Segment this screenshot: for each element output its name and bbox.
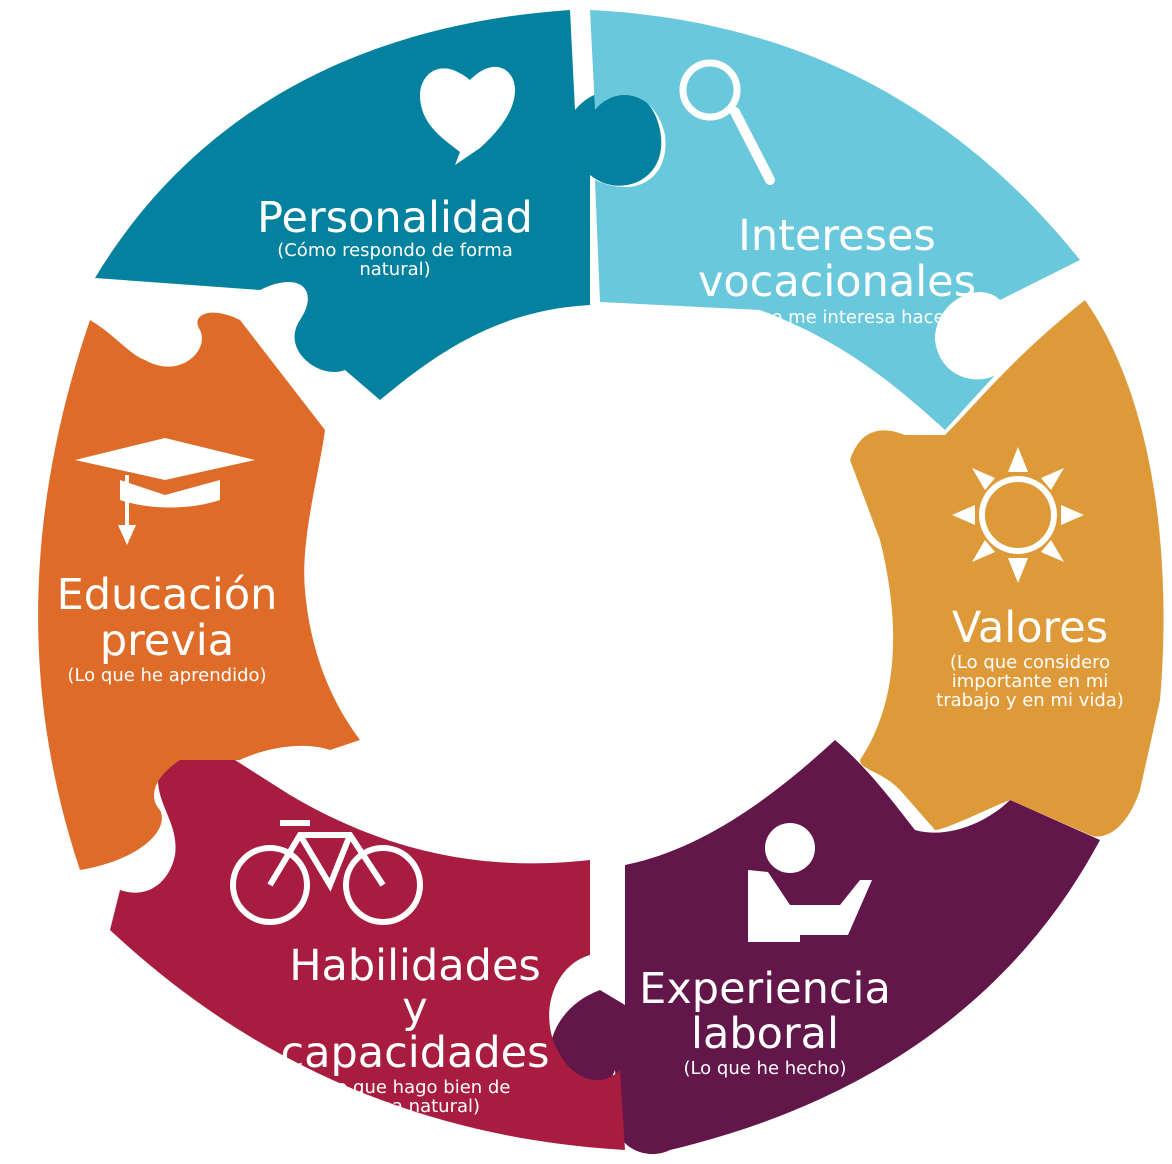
label-intereses: Intereses vocacionales (Lo que me intere… <box>698 211 976 328</box>
label-personalidad: Personalidad (Cómo respondo de forma nat… <box>257 193 533 280</box>
piece-habilidades <box>110 745 625 1150</box>
piece-valores <box>850 300 1164 837</box>
piece-experiencia <box>549 740 1100 1155</box>
heart-icon <box>420 66 515 165</box>
title-educacion-line1: Educación <box>57 570 278 620</box>
title-personalidad: Personalidad <box>257 193 533 243</box>
person-at-laptop-icon <box>748 823 872 942</box>
subtitle-intereses: (Lo que me interesa hacer) <box>715 307 959 328</box>
subtitle-personalidad-line2: natural) <box>359 259 430 280</box>
magnifying-glass-icon <box>679 59 775 185</box>
subtitle-personalidad-line1: (Cómo respondo de forma <box>277 240 513 261</box>
subtitle-habilidades-line2: forma natural) <box>350 1096 480 1117</box>
title-intereses-line1: Intereses <box>738 211 936 261</box>
label-habilidades: Habilidades y capacidades (Lo que hago b… <box>280 941 549 1117</box>
bicycle-icon <box>230 812 423 925</box>
subtitle-educacion: (Lo que he aprendido) <box>67 665 266 686</box>
sun-icon <box>952 447 1084 583</box>
title-educacion-line2: previa <box>100 616 234 666</box>
label-educacion: Educación previa (Lo que he aprendido) <box>57 570 278 686</box>
title-habilidades-line3: capacidades <box>280 1028 549 1078</box>
subtitle-valores-line1: (Lo que considero <box>950 652 1110 673</box>
title-habilidades-line2: y <box>402 983 427 1033</box>
subtitle-experiencia: (Lo que he hecho) <box>683 1058 846 1079</box>
graduation-cap-icon <box>75 438 255 545</box>
subtitle-habilidades-line1: (Lo que hago bien de <box>320 1077 511 1098</box>
title-valores: Valores <box>952 603 1108 653</box>
title-intereses-line2: vocacionales <box>698 257 976 307</box>
label-valores: Valores (Lo que considero importante en … <box>936 603 1124 711</box>
subtitle-valores-line3: trabajo y en mi vida) <box>936 690 1124 711</box>
title-habilidades-line1: Habilidades <box>289 941 541 991</box>
piece-personalidad <box>95 10 662 400</box>
center-hole <box>320 310 860 850</box>
title-experiencia-line2: laboral <box>691 1009 839 1059</box>
subtitle-valores-line2: importante en mi <box>952 671 1108 692</box>
title-experiencia-line1: Experiencia <box>639 964 891 1014</box>
label-experiencia: Experiencia laboral (Lo que he hecho) <box>639 964 891 1079</box>
